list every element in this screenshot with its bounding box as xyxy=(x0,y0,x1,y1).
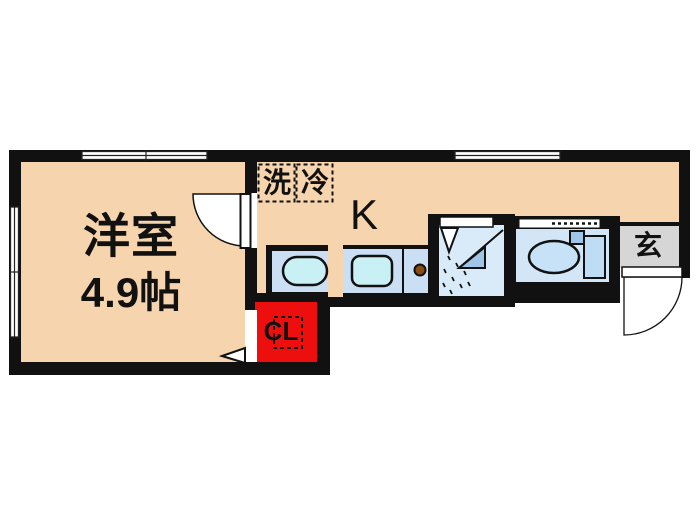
sink-square-icon xyxy=(350,254,394,288)
closet-label: CL xyxy=(263,316,299,346)
washer-label: 洗 xyxy=(262,167,292,198)
washer-dashed-box xyxy=(257,163,296,203)
wall-bottom-left xyxy=(9,362,330,375)
shower-wedge-icon xyxy=(439,227,460,255)
fridge-label: 冷 xyxy=(300,167,330,198)
toilet-room xyxy=(505,216,620,303)
closet-area xyxy=(218,302,317,365)
western-room-label: 洋室 xyxy=(83,209,179,263)
kitchen-label: K xyxy=(349,191,379,238)
burner-icon xyxy=(413,263,427,277)
counter-gap xyxy=(328,245,343,297)
closet-box xyxy=(255,302,317,362)
shower-door xyxy=(439,216,494,228)
shower-room xyxy=(428,214,515,307)
room-door-swing xyxy=(192,193,246,247)
fridge-dashed-box xyxy=(295,163,334,203)
room-door xyxy=(192,193,257,249)
kitchen-counter xyxy=(266,245,436,297)
toilet-tank-icon xyxy=(583,235,606,279)
closet-dashed-box xyxy=(273,316,303,349)
entry-door-leaf xyxy=(621,266,683,278)
sink-basin-icon xyxy=(281,255,329,287)
entrance-area xyxy=(620,222,683,336)
closet-opening xyxy=(245,310,257,362)
wall-closet-right xyxy=(317,295,330,375)
wall-right xyxy=(679,150,690,278)
window-top-kitchen xyxy=(454,150,561,161)
toilet-bowl-icon xyxy=(527,239,581,275)
entrance-step-line xyxy=(620,222,679,226)
shower-pan-icon xyxy=(456,244,486,269)
appliance-boxes xyxy=(257,163,334,203)
window-top-left xyxy=(81,150,208,161)
entrance-label: 玄 xyxy=(633,230,663,261)
entrance-floor xyxy=(620,226,679,268)
entry-door-swing xyxy=(623,276,683,336)
window-left xyxy=(9,206,20,338)
closet-door-arrow-icon xyxy=(218,346,246,365)
toilet-handwash-icon xyxy=(569,230,585,245)
room-door-leaf xyxy=(239,193,252,249)
shower-spray-icon xyxy=(442,255,471,295)
western-room-size: 4.9帖 xyxy=(80,269,182,316)
windows xyxy=(9,150,561,338)
